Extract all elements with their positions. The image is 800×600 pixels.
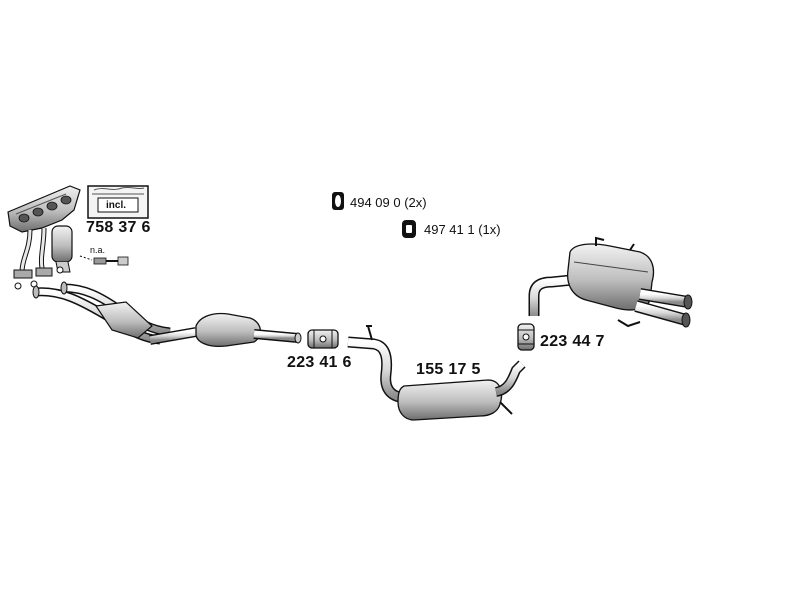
lambda-sensor xyxy=(79,255,129,266)
gasket-kit-box xyxy=(87,185,149,219)
hanger-block-icon xyxy=(402,220,416,238)
na-label: n.a. xyxy=(90,245,106,255)
rear-clamp-part-number: 223 44 7 xyxy=(540,333,605,350)
exhaust-manifold xyxy=(7,185,81,290)
front-clamp xyxy=(307,329,339,349)
hanger-ring-icon xyxy=(332,192,344,210)
front-clamp-part-number: 223 41 6 xyxy=(287,354,352,371)
hanger-block-part-number: 497 41 1 (1x) xyxy=(424,222,501,237)
middle-silencer-assembly xyxy=(347,325,526,421)
incl-label: incl. xyxy=(106,200,127,211)
rear-silencer xyxy=(528,236,693,328)
middle-silencer-part-number: 155 17 5 xyxy=(416,361,481,378)
front-pipe-catalyst xyxy=(32,281,302,348)
hanger-ring-part-number: 494 09 0 (2x) xyxy=(350,195,427,210)
manifold-part-number: 758 37 6 xyxy=(86,219,151,236)
rear-clamp xyxy=(517,323,535,351)
